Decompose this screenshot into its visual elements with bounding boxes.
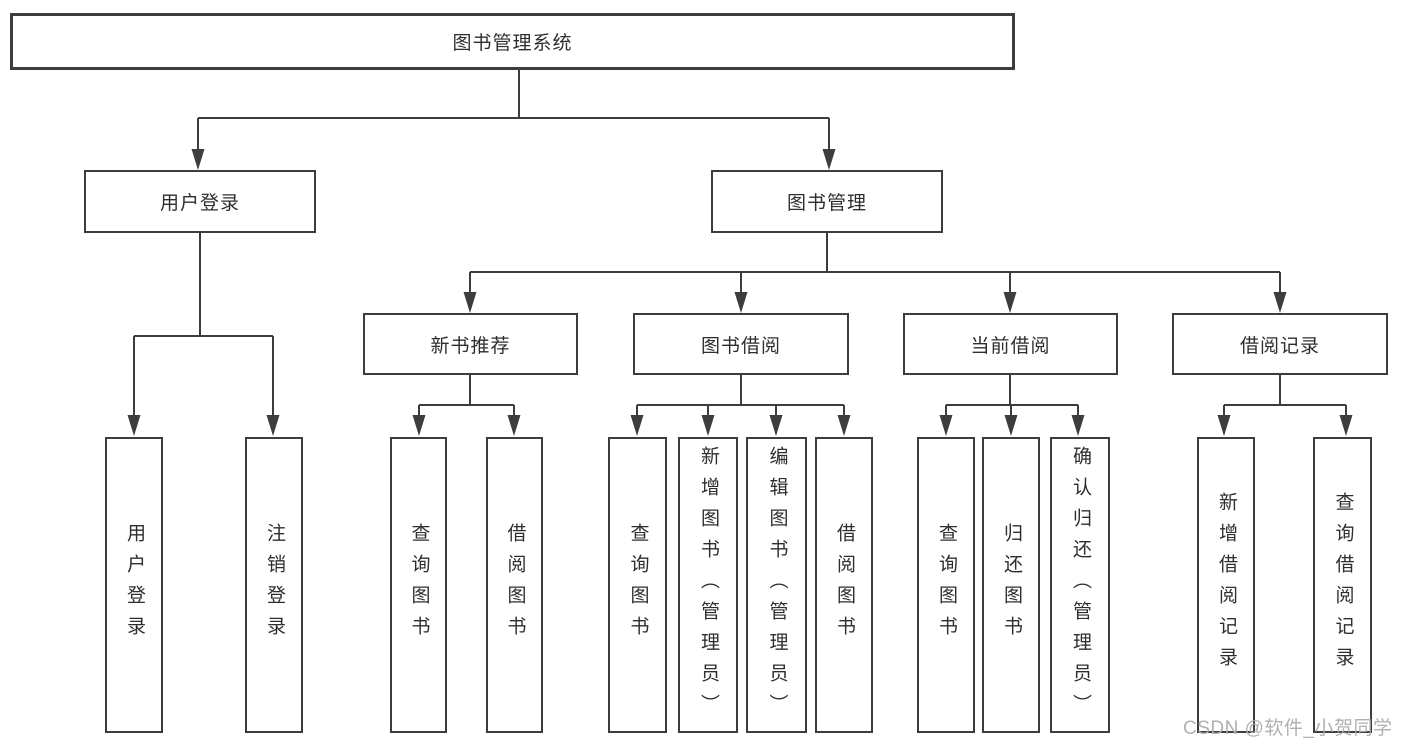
node-bb-borrow-books: 借阅图书 [815, 437, 873, 733]
edge-book-mgmt-children [469, 233, 1281, 295]
node-ul-user-login: 用户登录 [105, 437, 163, 733]
node-label: 图书管理系统 [452, 33, 573, 54]
edge-borrow-record-children [1223, 375, 1347, 418]
arrowhead [1273, 292, 1287, 313]
node-cb-confirm-return-admin: 确认归还（管理员） [1050, 437, 1110, 733]
node-cb-return-books: 归还图书 [982, 437, 1040, 733]
node-library-management-system: 图书管理系统 [10, 13, 1015, 70]
node-label: 当前借阅 [970, 335, 1051, 357]
edge-user-login-children [133, 233, 274, 418]
node-label: 借阅记录 [1239, 335, 1320, 357]
arrowhead [630, 415, 644, 436]
node-borrowing-records: 借阅记录 [1172, 313, 1388, 375]
node-label: 编辑图书（管理员） [766, 445, 788, 725]
arrowhead [463, 292, 477, 313]
arrowhead [127, 415, 141, 436]
node-label: 借阅图书 [833, 523, 855, 647]
arrowhead [701, 415, 715, 436]
node-bb-add-books-admin: 新增图书（管理员） [678, 437, 738, 733]
node-bb-edit-books-admin: 编辑图书（管理员） [746, 437, 807, 733]
arrowhead [734, 292, 748, 313]
csdn-watermark: CSDN @软件_小贺同学 [1183, 718, 1393, 739]
edge-book-borrow-children [636, 375, 845, 418]
arrowhead [412, 415, 426, 436]
arrowheads [127, 149, 1353, 436]
arrowhead [1339, 415, 1353, 436]
node-br-add-record: 新增借阅记录 [1197, 437, 1255, 733]
node-label: 确认归还（管理员） [1069, 445, 1091, 725]
node-bb-query-books: 查询图书 [608, 437, 667, 733]
node-label: 查询图书 [627, 523, 649, 647]
edge-root-children [197, 70, 830, 152]
arrowhead [769, 415, 783, 436]
node-ul-logout: 注销登录 [245, 437, 303, 733]
node-label: 用户登录 [159, 193, 240, 214]
node-user-login: 用户登录 [84, 170, 316, 233]
node-br-query-record: 查询借阅记录 [1313, 437, 1372, 733]
node-nbr-borrow-books: 借阅图书 [486, 437, 543, 733]
node-label: 归还图书 [1000, 523, 1022, 647]
arrowhead [191, 149, 205, 170]
node-label: 图书借阅 [700, 335, 781, 357]
arrowhead [1003, 292, 1017, 313]
arrowhead [939, 415, 953, 436]
node-book-management: 图书管理 [711, 170, 943, 233]
node-cb-query-books: 查询图书 [917, 437, 975, 733]
node-label: 新增图书（管理员） [697, 445, 719, 725]
arrowhead [1004, 415, 1018, 436]
node-label: 查询借阅记录 [1332, 492, 1354, 678]
edge-current-borrow-children [945, 375, 1079, 418]
node-label: 借阅图书 [504, 523, 526, 647]
arrowhead [1217, 415, 1231, 436]
node-label: 图书管理 [786, 193, 867, 214]
edge-new-book-rec-children [418, 375, 515, 418]
arrowhead [837, 415, 851, 436]
node-new-book-recommend: 新书推荐 [363, 313, 578, 375]
node-label: 注销登录 [263, 523, 285, 647]
arrowhead [507, 415, 521, 436]
node-label: 新书推荐 [430, 335, 511, 357]
node-current-borrowing: 当前借阅 [903, 313, 1118, 375]
node-label: 用户登录 [123, 523, 145, 647]
arrowhead [822, 149, 836, 170]
node-label: 查询图书 [935, 523, 957, 647]
arrowhead [1071, 415, 1085, 436]
node-label: 查询图书 [408, 523, 430, 647]
node-book-borrowing: 图书借阅 [633, 313, 849, 375]
node-label: 新增借阅记录 [1215, 492, 1237, 678]
node-nbr-query-books: 查询图书 [390, 437, 447, 733]
connector-segments [133, 70, 1347, 418]
arrowhead [266, 415, 280, 436]
